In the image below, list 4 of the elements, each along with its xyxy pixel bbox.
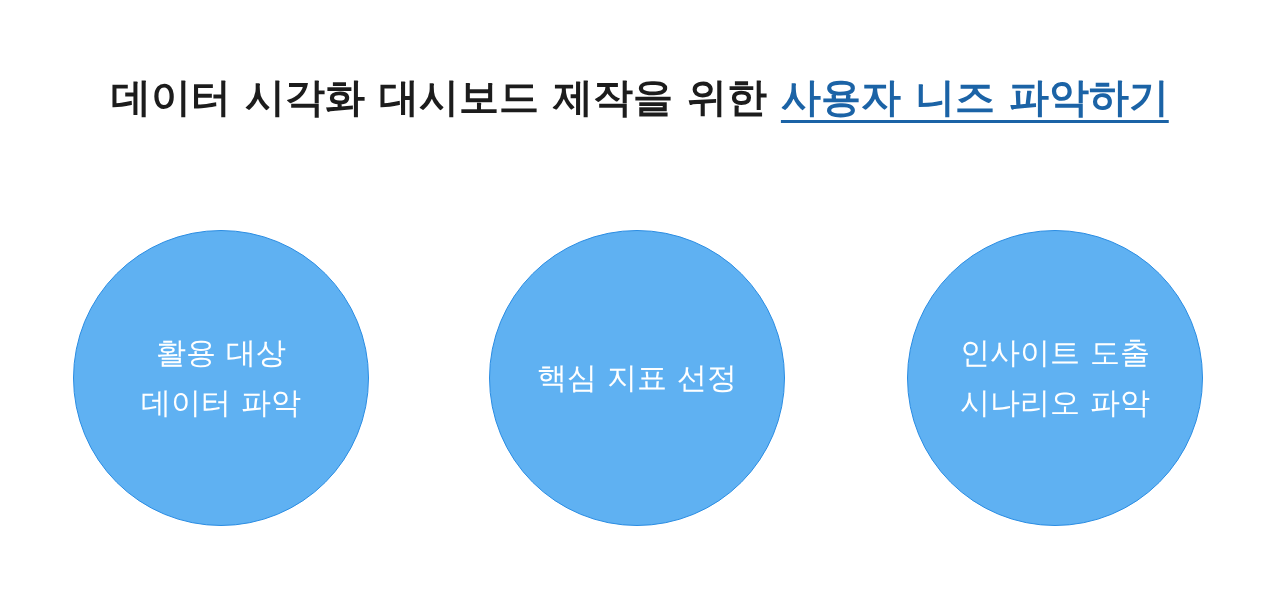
title: 데이터 시각화 대시보드 제작을 위한 사용자 니즈 파악하기 [111, 74, 1169, 120]
circle-label: 핵심 지표 선정 [537, 359, 737, 397]
circle-label: 활용 대상 데이터 파악 [140, 334, 302, 422]
circle-label: 인사이트 도출 시나리오 파악 [959, 334, 1151, 422]
